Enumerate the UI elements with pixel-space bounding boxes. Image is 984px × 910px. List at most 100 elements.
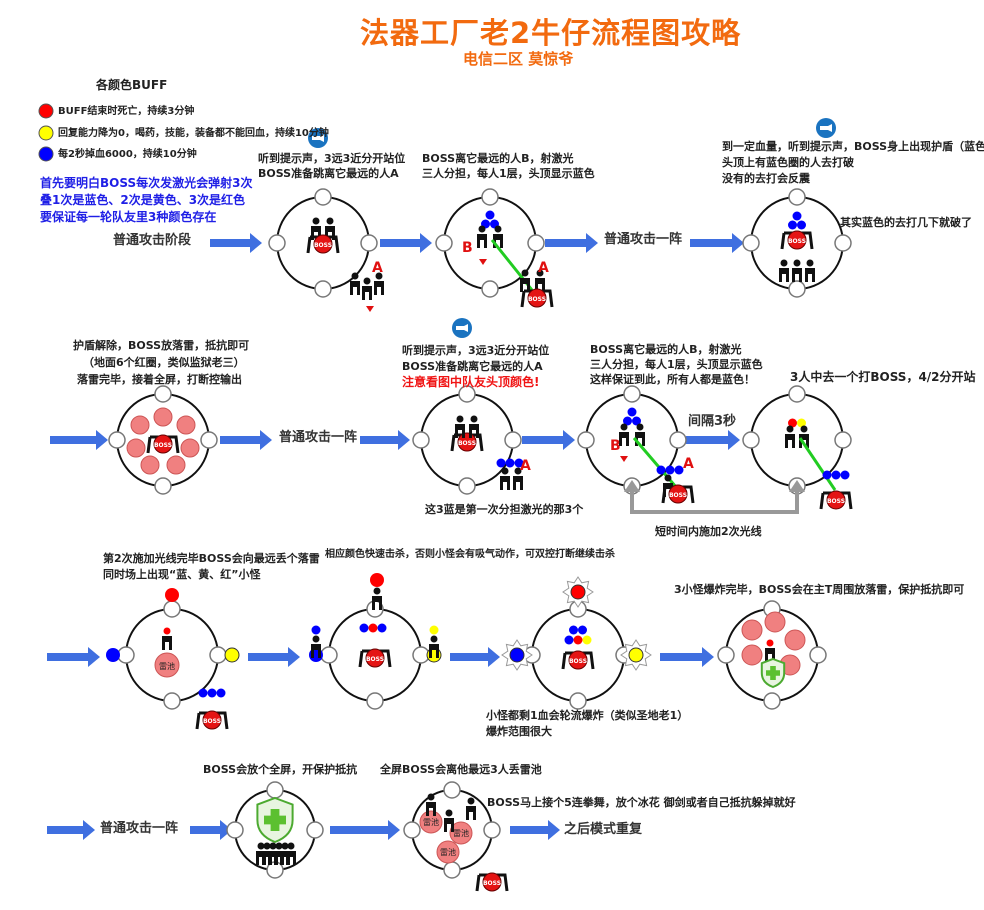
thunder-pool (436, 840, 460, 864)
boss-icon (826, 490, 846, 510)
step11-text: 第2次施加光线完毕BOSS会向最远丢个落雷 (103, 552, 320, 565)
step19-text: 之后模式重复 (564, 822, 643, 837)
page-subtitle: 电信二区 莫惊爷 (463, 50, 574, 68)
marker-label: A (683, 456, 694, 472)
position-node (742, 234, 760, 252)
position-node (834, 234, 852, 252)
player-icon (620, 423, 628, 431)
position-node (717, 646, 735, 664)
buff-color-dot (38, 103, 54, 119)
thunder-pool (419, 810, 443, 834)
buff-marker (564, 635, 574, 645)
flow-arrow-icon (248, 647, 300, 667)
position-node (117, 646, 135, 664)
cross-icon (264, 809, 286, 831)
player-icon (500, 476, 510, 490)
boss-label: BOSS (669, 492, 687, 499)
player-icon (780, 259, 788, 267)
flow-arrow-icon (50, 430, 108, 450)
position-node (266, 781, 284, 799)
player-icon (636, 423, 644, 431)
step18-text: BOSS马上接个5连拳舞，放个冰花 御剑或者自己抵抗躲掉就好 (487, 796, 796, 809)
player-icon (536, 269, 544, 277)
position-node (669, 431, 687, 449)
buff-marker (627, 407, 637, 417)
player-icon (792, 268, 802, 282)
thunder-pool (449, 821, 473, 845)
boss-label: BOSS (528, 296, 546, 303)
pool-label: 雷池 (453, 828, 469, 838)
step15-text: 普通攻击一阵 (100, 821, 179, 836)
step5-text: 到一定血量，听到提示声，BOSS身上出现护盾（蓝色） (722, 140, 984, 153)
horn-icon (820, 124, 832, 132)
minion-icon (570, 584, 586, 600)
position-node (458, 385, 476, 403)
pool-label: 雷池 (423, 817, 439, 827)
player-icon (535, 278, 545, 292)
boss-icon (482, 872, 502, 892)
step4-text: 普通攻击一阵 (604, 232, 683, 247)
boss-label: BOSS (203, 718, 221, 725)
step12-text: 相应颜色快速击杀，否则小怪会有吸气动作，可双控打断继续击杀 (325, 549, 615, 560)
flow-arrow-icon (545, 233, 598, 253)
buff-marker (569, 625, 578, 635)
buff-marker (840, 470, 850, 480)
player-icon (786, 425, 794, 433)
boss-icon (153, 434, 173, 454)
position-node (154, 477, 172, 495)
buff-marker (429, 625, 439, 635)
position-node (403, 821, 421, 839)
step5-text: 没有的去打会反震 (722, 172, 810, 185)
direction-marker (366, 306, 374, 312)
step14-text: 3小怪爆炸完毕，BOSS会在主T周围放落雷，保护抵抗即可 (674, 583, 965, 596)
buff-marker (377, 623, 387, 633)
player-icon (478, 225, 486, 233)
lightning-circle (176, 415, 196, 435)
buff-marker (665, 465, 675, 475)
position-node (226, 821, 244, 839)
player-icon (372, 596, 382, 610)
player-icon (257, 842, 265, 850)
buff-marker (485, 210, 495, 220)
flow-arrow-icon (360, 430, 410, 450)
position-node (314, 188, 332, 206)
position-node (163, 692, 181, 710)
position-node (788, 385, 806, 403)
position-node (569, 692, 587, 710)
flow-arrow-icon (690, 233, 744, 253)
flow-arrow-icon (220, 430, 272, 450)
marker-label: A (538, 260, 549, 276)
player-icon (466, 806, 476, 820)
player-icon (444, 818, 454, 832)
player-icon (455, 424, 465, 438)
player-icon (619, 432, 629, 446)
laser-beam (798, 437, 837, 491)
player-icon (281, 842, 289, 850)
legend-title: 各颜色BUFF (96, 78, 168, 92)
player-icon (426, 802, 436, 816)
position-node (163, 600, 181, 618)
flow-arrow-icon (190, 820, 232, 840)
player-icon (513, 476, 523, 490)
player-icon (514, 467, 522, 475)
note-line-3: 要保证每一轮队友里3种颜色存在 (40, 210, 217, 224)
position-node (809, 646, 827, 664)
buff-marker (207, 688, 217, 698)
horn-icon (312, 134, 324, 142)
position-node (366, 692, 384, 710)
step8-warning: 注意看图中队友头顶颜色! (402, 375, 540, 389)
lightning-circle (153, 407, 173, 427)
player-icon (312, 635, 320, 643)
buff-marker (505, 458, 515, 468)
boss-label: BOSS (314, 242, 332, 249)
step9-text: BOSS离它最远的人B，射激光 (590, 343, 742, 356)
minion-icon (509, 647, 525, 663)
lightning-circle (764, 611, 786, 633)
step16-text: BOSS会放个全屏，开保护抵抗 (203, 763, 358, 776)
step8-text: 听到提示声，3远3近分开站位 (402, 344, 550, 357)
lightning-circle (180, 438, 200, 458)
player-icon (312, 217, 320, 225)
marker-label: B (610, 438, 621, 454)
step5-note: 其实蓝色的去打几下就破了 (840, 216, 972, 229)
player-icon (469, 424, 479, 438)
